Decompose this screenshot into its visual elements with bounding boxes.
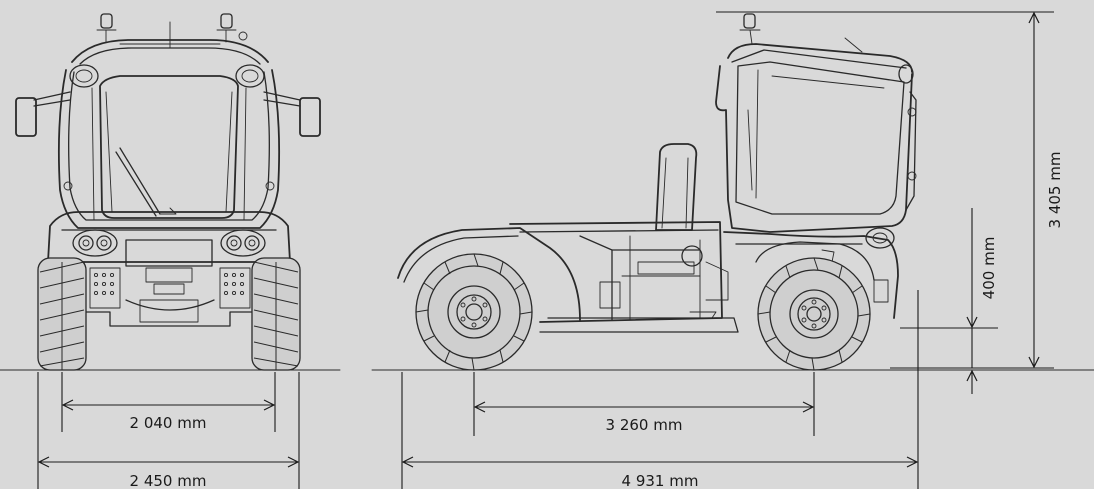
tractor-side-view	[397, 13, 917, 371]
mirror-left	[15, 97, 37, 137]
tractor-front-view	[15, 13, 321, 371]
wheelbase-label: 3 260 mm	[606, 416, 683, 434]
beacon-left	[96, 13, 117, 43]
front-track-label: 2 040 mm	[130, 414, 207, 432]
front-wheel	[757, 257, 871, 371]
headlight-right	[220, 229, 266, 257]
mirror-right	[299, 97, 321, 137]
overall-length-label: 4 931 mm	[622, 472, 699, 489]
ground-clearance-label: 400 mm	[980, 237, 998, 300]
overall-height-label: 3 405 mm	[1046, 152, 1064, 229]
beacon-side	[739, 13, 761, 45]
front-tire-left	[37, 257, 87, 371]
cab-window	[735, 61, 905, 215]
rear-seat-frame	[655, 143, 698, 231]
windshield	[99, 75, 239, 219]
front-tire-right	[251, 257, 301, 371]
rear-wheel	[415, 253, 533, 371]
beacon-right	[216, 13, 248, 43]
headlight-left	[72, 229, 118, 257]
front-width-label: 2 450 mm	[130, 472, 207, 489]
dimension-lines	[37, 11, 1054, 489]
